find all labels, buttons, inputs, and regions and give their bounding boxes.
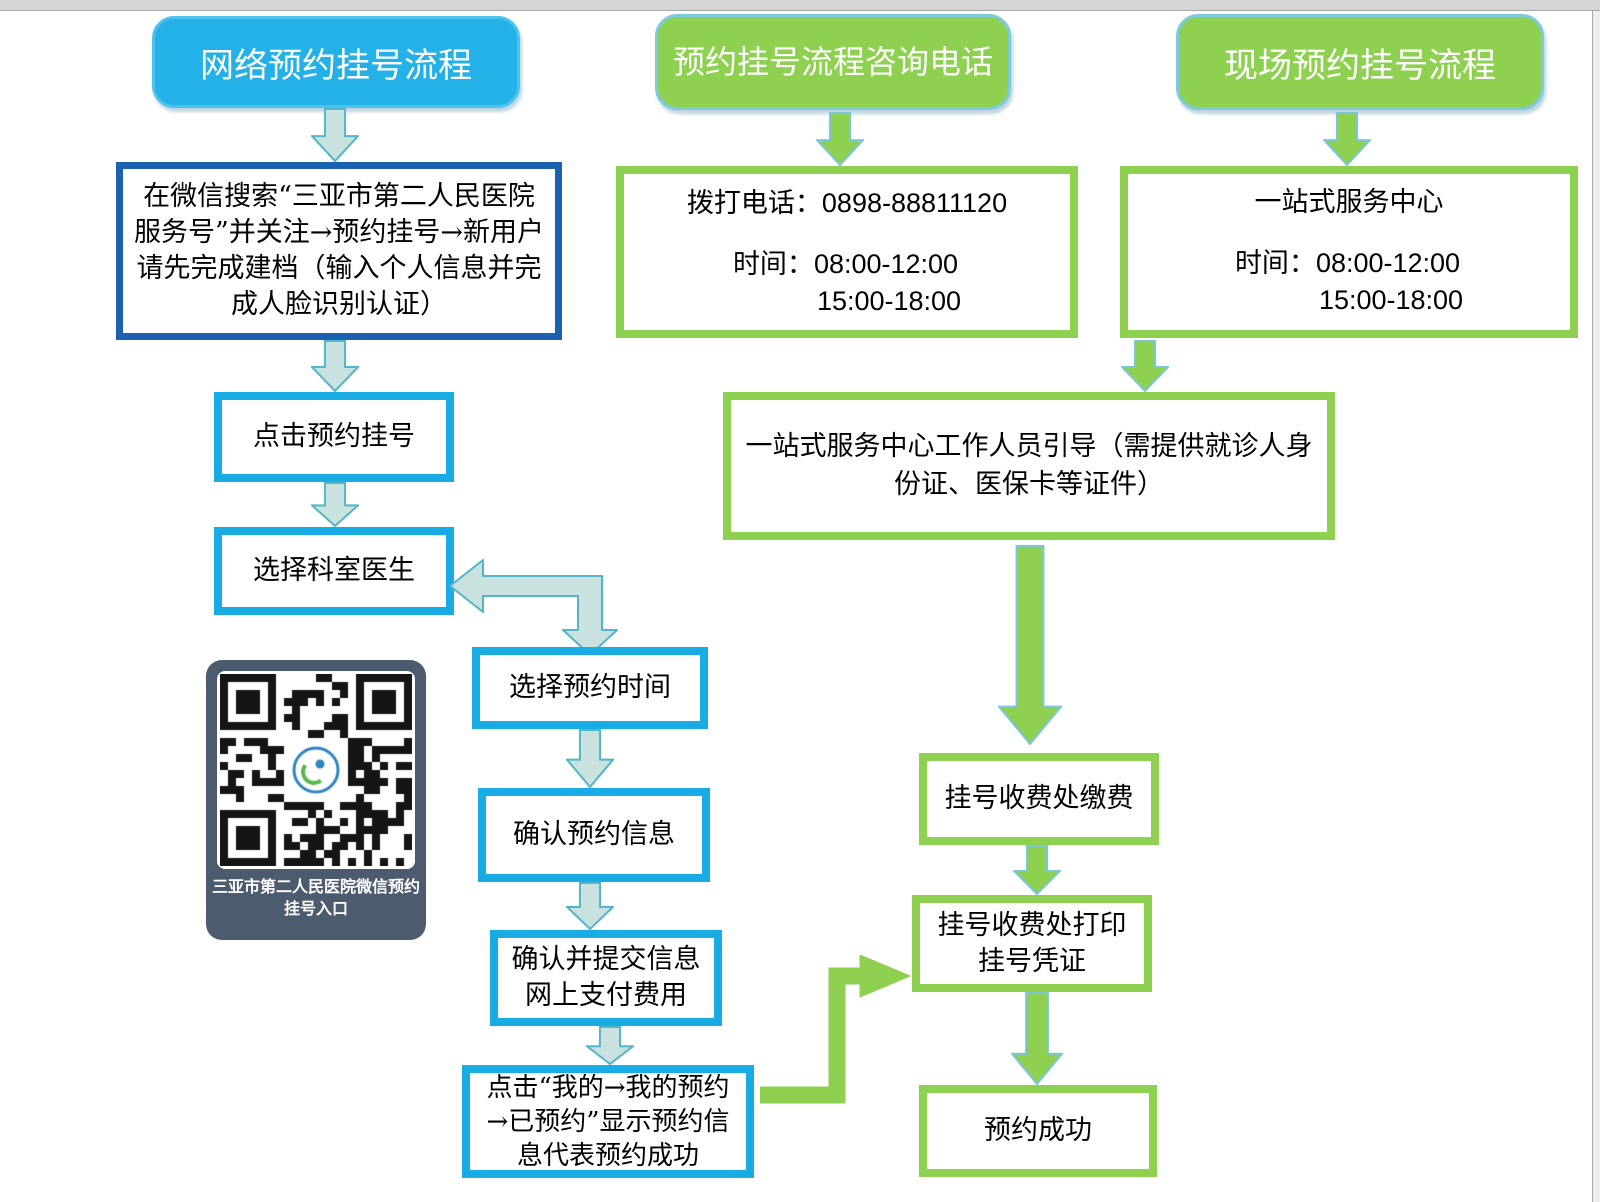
phone-call-line: 拨打电话：0898-88811120	[624, 185, 1070, 222]
down-arrow-icon	[1011, 992, 1063, 1085]
phone-flow-title-label: 预约挂号流程咨询电话	[672, 43, 993, 81]
phone-time-morning: 08:00-12:00	[813, 248, 959, 279]
onsite-time-afternoon: 15:00-18:00	[1318, 285, 1464, 315]
qr-caption-line1: 三亚市第二人民医院微信预约	[211, 877, 420, 896]
step-choose-department-label: 选择科室医生	[253, 555, 415, 586]
down-arrow-icon	[566, 882, 614, 930]
down-arrow-icon	[566, 729, 614, 788]
step-staff-guide-label: 一站式服务中心工作人员引导（需提供就诊人身份证、医保卡等证件）	[745, 431, 1313, 500]
onsite-time-morning: 08:00-12:00	[1315, 248, 1461, 278]
onsite-flow-title-label: 现场预约挂号流程	[1224, 45, 1496, 86]
down-arrow-icon	[586, 1026, 634, 1065]
step-click-register-label: 点击预约挂号	[253, 421, 415, 452]
step-choose-time: 选择预约时间	[472, 647, 708, 729]
step-wechat-search-label: 在微信搜索“三亚市第二人民医院服务号”并关注→预约挂号→新用户请先完成建档（输入…	[133, 181, 545, 320]
down-arrow-icon	[998, 545, 1062, 745]
down-arrow-icon	[816, 112, 864, 166]
online-flow-title-label: 网络预约挂号流程	[200, 45, 472, 86]
step-print-voucher: 挂号收费处打印挂号凭证	[912, 895, 1152, 992]
step-submit-pay: 确认并提交信息网上支付费用	[490, 930, 722, 1026]
onsite-time-block: 时间：08:00-12:00 15:00-18:00	[1235, 245, 1463, 319]
window-top-edge	[0, 0, 1600, 11]
step-submit-pay-label: 确认并提交信息网上支付费用	[511, 944, 701, 1011]
step-staff-guide: 一站式服务中心工作人员引导（需提供就诊人身份证、医保卡等证件）	[723, 392, 1335, 540]
phone-flow-title: 预约挂号流程咨询电话	[655, 14, 1011, 110]
phone-number: 0898-88811120	[821, 187, 1008, 218]
step-booking-done-label: 点击“我的→我的预约→已预约”显示预约信息代表预约成功	[486, 1072, 730, 1171]
step-choose-time-label: 选择预约时间	[509, 672, 671, 703]
qr-caption: 三亚市第二人民医院微信预约 挂号入口	[206, 876, 426, 920]
down-arrow-icon	[311, 340, 359, 392]
down-arrow-icon	[1013, 845, 1061, 895]
qr-panel	[217, 671, 415, 869]
elbow-arrow-icon	[449, 559, 618, 656]
phone-time-afternoon: 15:00-18:00	[816, 285, 962, 316]
step-wechat-search: 在微信搜索“三亚市第二人民医院服务号”并关注→预约挂号→新用户请先完成建档（输入…	[116, 162, 562, 340]
onsite-flow-title: 现场预约挂号流程	[1176, 14, 1544, 110]
down-arrow-icon	[1121, 340, 1169, 392]
window-right-edge	[1592, 11, 1600, 1202]
step-choose-department: 选择科室医生	[214, 527, 454, 615]
onsite-center-name: 一站式服务中心	[1254, 187, 1444, 218]
step-booking-done: 点击“我的→我的预约→已预约”显示预约信息代表预约成功	[462, 1065, 754, 1178]
qr-card: 三亚市第二人民医院微信预约 挂号入口	[206, 660, 426, 940]
down-arrow-icon	[1323, 112, 1371, 166]
step-confirm-info-label: 确认预约信息	[513, 819, 675, 850]
step-click-register: 点击预约挂号	[214, 392, 454, 482]
onsite-center-box: 一站式服务中心 时间：08:00-12:00 15:00-18:00	[1120, 166, 1578, 338]
down-arrow-icon	[311, 482, 359, 527]
onsite-time-label: 时间：	[1234, 248, 1316, 279]
phone-info-box: 拨打电话：0898-88811120 时间：08:00-12:00 15:00-…	[616, 166, 1078, 338]
step-confirm-info: 确认预约信息	[478, 788, 710, 882]
phone-time-block: 时间：08:00-12:00 15:00-18:00	[733, 246, 961, 320]
step-pay-counter: 挂号收费处缴费	[919, 753, 1159, 845]
elbow-arrow-icon	[760, 955, 912, 1104]
step-booking-success: 预约成功	[919, 1085, 1157, 1177]
step-print-voucher-label: 挂号收费处打印挂号凭证	[937, 909, 1127, 977]
phone-time-label: 时间：	[732, 248, 814, 280]
phone-call-label: 拨打电话：	[686, 187, 822, 219]
step-booking-success-label: 预约成功	[984, 1115, 1092, 1146]
down-arrow-icon	[311, 108, 359, 162]
online-flow-title: 网络预约挂号流程	[152, 16, 520, 108]
qr-pattern	[220, 674, 412, 866]
qr-caption-line2: 挂号入口	[283, 899, 348, 918]
step-pay-counter-label: 挂号收费处缴费	[944, 783, 1134, 814]
